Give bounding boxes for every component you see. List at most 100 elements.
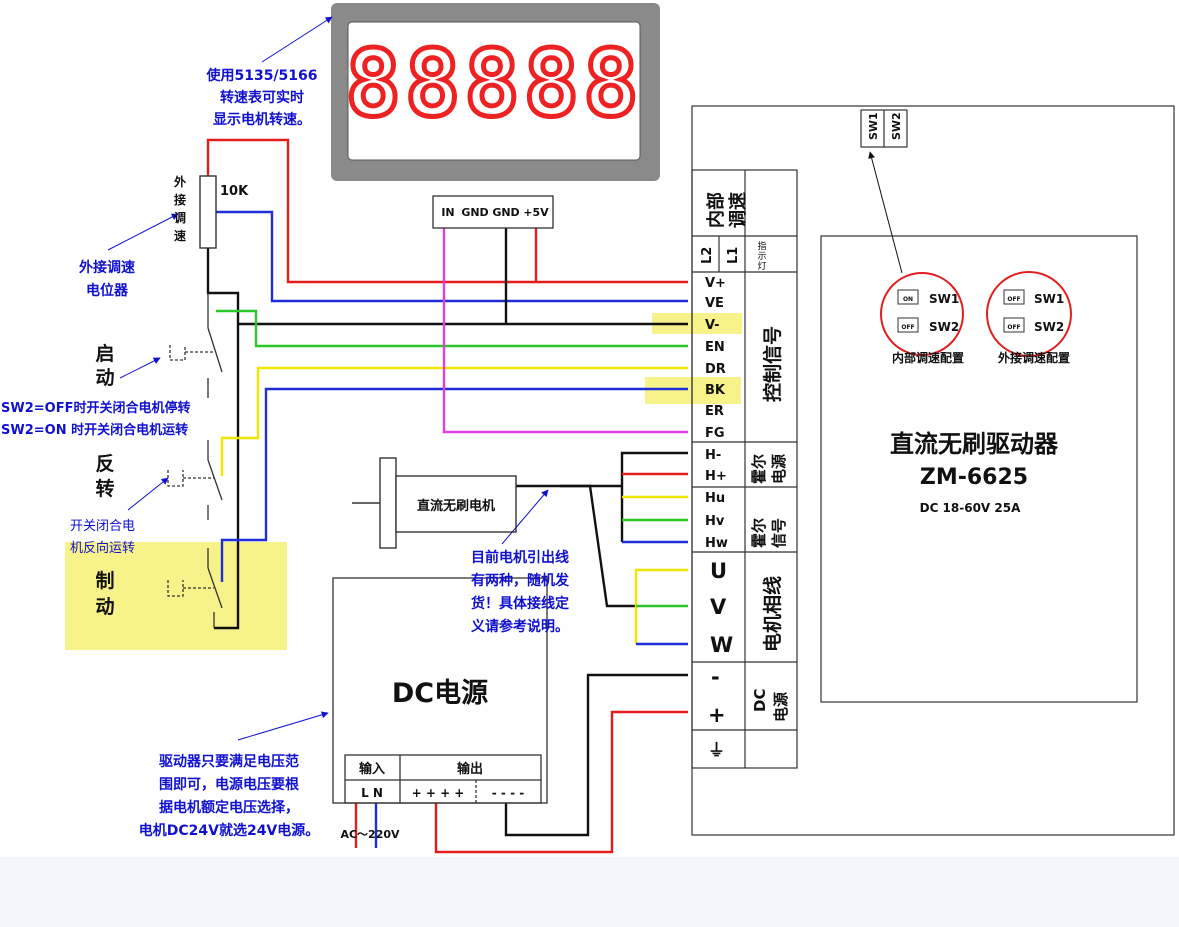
- internal-sw1-state: ON: [903, 296, 913, 303]
- terminal-block: [691, 169, 798, 769]
- power-output-minus: - - - -: [492, 786, 524, 800]
- vminus-highlight: [652, 313, 742, 334]
- pot-label-4: 速: [174, 228, 186, 243]
- power-input-label: 输入: [359, 761, 385, 777]
- dip-top-sw2: SW2: [890, 112, 903, 140]
- term-fg: FG: [705, 426, 725, 441]
- term-dr: DR: [705, 362, 726, 377]
- external-sw1: SW1: [1034, 292, 1064, 306]
- term-dc-label-2: 电源: [772, 692, 790, 722]
- driver-title: 直流无刷驱动器: [890, 430, 1059, 458]
- connector-pin-gnd1: GND: [461, 206, 488, 219]
- power-input-pins: L N: [361, 786, 383, 800]
- pot-value: 10K: [220, 184, 249, 199]
- external-sw2: SW2: [1034, 320, 1064, 334]
- motor-note-2: 有两种，随机发: [471, 572, 570, 589]
- connector-pin-5v: +5V: [523, 206, 549, 219]
- term-ve: VE: [705, 296, 724, 311]
- term-hu: Hu: [705, 491, 725, 506]
- internal-sw2-state: OFF: [901, 324, 914, 331]
- tachometer-display: 88888: [331, 3, 660, 181]
- pot-note-2: 电位器: [86, 282, 129, 299]
- dc-power-supply: [332, 577, 548, 804]
- external-caption: 外接调速配置: [998, 350, 1070, 365]
- term-dc-label-1: DC: [751, 689, 769, 712]
- term-u: U: [710, 559, 727, 583]
- term-v: V: [710, 595, 727, 619]
- internal-config-circle: [880, 272, 964, 356]
- bottom-band: [0, 857, 1179, 927]
- potentiometer: [199, 175, 217, 249]
- switch-brake-label-1: 制: [95, 569, 114, 592]
- wire-fg: [442, 228, 688, 434]
- sw2-note-1: SW2=OFF时开关闭合电机停转: [1, 400, 190, 416]
- term-led-label-3: 灯: [757, 261, 766, 272]
- reverse-note-1: 开关闭合电: [70, 519, 135, 534]
- switch-reverse-label-2: 转: [95, 477, 114, 500]
- term-phase-label: 电机相线: [761, 576, 784, 652]
- switch-start-label-2: 动: [95, 367, 114, 389]
- term-vplus: V+: [705, 276, 726, 291]
- connector-pin-in: IN: [441, 206, 454, 219]
- wire-dc-minus: [504, 673, 688, 837]
- power-output-plus: + + + +: [412, 786, 465, 800]
- pot-label-2: 接: [174, 192, 186, 207]
- term-led-l1: L1: [726, 247, 741, 264]
- term-hall-signal-label-1: 霍尔: [750, 518, 768, 548]
- term-bk: BK: [705, 383, 726, 398]
- term-hall-minus: H-: [705, 448, 721, 463]
- term-control-label: 控制信号: [761, 326, 784, 402]
- sensor-connector: [432, 195, 554, 229]
- term-led-label-2: 示: [757, 252, 766, 262]
- wires: [206, 138, 688, 854]
- wire-bk: [220, 387, 688, 582]
- power-note-2: 围即可，电源电压要根: [159, 776, 300, 793]
- connector-pin-gnd2: GND: [492, 206, 519, 219]
- power-title: DC电源: [392, 678, 488, 709]
- wire-en: [216, 309, 688, 348]
- term-led-label-1: 指: [757, 240, 766, 252]
- reverse-note-2: 机反向运转: [70, 540, 135, 556]
- bk-highlight: [645, 377, 741, 404]
- dip-switch-top: [860, 109, 908, 148]
- term-dc-plus: +: [708, 703, 726, 727]
- dip-mini-switches: [897, 289, 1025, 333]
- wire-common: [206, 248, 240, 630]
- pot-note-1: 外接调速: [79, 259, 135, 276]
- term-dc-minus: -: [711, 665, 720, 689]
- driver-inner-box: [820, 235, 1138, 703]
- term-en: EN: [705, 340, 725, 355]
- note-arrows: [107, 16, 903, 741]
- display-note-3: 显示电机转速。: [213, 111, 311, 128]
- external-config-circle: [986, 271, 1072, 357]
- power-note-1: 驱动器只要满足电压范: [159, 753, 299, 770]
- display-note-1: 使用5135/5166: [205, 67, 317, 84]
- motor-note-1: 目前电机引出线: [471, 549, 569, 566]
- wire-dc-plus: [434, 710, 688, 854]
- internal-caption: 内部调速配置: [892, 350, 964, 365]
- internal-sw2: SW2: [929, 320, 959, 334]
- wire-u: [634, 568, 688, 644]
- term-hall-plus: H+: [705, 469, 727, 484]
- wire-hall-minus: [620, 451, 688, 542]
- term-hw: Hw: [705, 536, 728, 551]
- motor-note-4: 义请参考说明。: [471, 618, 569, 635]
- term-dc-ground: ⏚: [708, 741, 725, 761]
- term-hall-signal-label-2: 信号: [770, 518, 788, 548]
- term-er: ER: [705, 404, 724, 419]
- wire-dr: [220, 366, 688, 476]
- motor-label: 直流无刷电机: [417, 498, 495, 514]
- power-note-4: 电机DC24V就选24V电源。: [139, 822, 320, 839]
- term-hall-power-label-2: 电源: [770, 454, 788, 484]
- motor-note-3: 货！具体接线定: [470, 595, 569, 612]
- term-led-l2: L2: [700, 247, 715, 264]
- driver-spec: DC 18-60V 25A: [920, 501, 1021, 515]
- term-internal-speed-2: 调速: [727, 192, 749, 228]
- wire-ve: [216, 210, 688, 303]
- bldc-motor: [352, 457, 517, 549]
- dip-top-sw1: SW1: [867, 112, 880, 140]
- external-sw2-state: OFF: [1007, 324, 1020, 331]
- sw2-note-2: SW2=ON 时开关闭合电机运转: [1, 422, 188, 438]
- switch-start-label-1: 启: [95, 342, 114, 365]
